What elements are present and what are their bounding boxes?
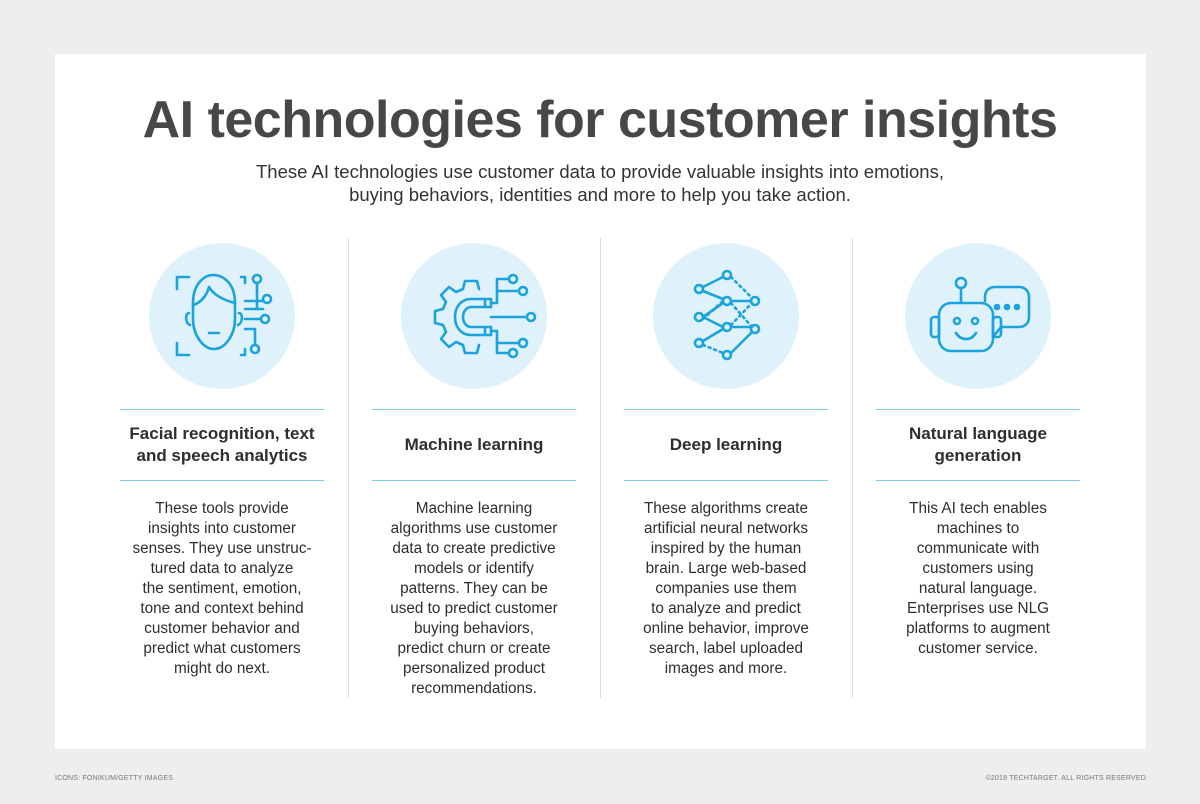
description-line: models or identify: [414, 560, 534, 577]
description-line: artificial neural networks: [643, 520, 809, 537]
description-line: inspired by the human: [650, 540, 802, 557]
heading-line: Facial recognition, text: [129, 424, 315, 443]
description-line: Enterprises use NLG: [907, 600, 1049, 617]
description-line: communicate with: [916, 540, 1040, 557]
description-line: Machine learning: [415, 500, 533, 517]
heading-rule-top: [624, 409, 828, 410]
heading-line: generation: [934, 446, 1022, 465]
heading-rule-bottom: [372, 480, 576, 481]
chatbot-icon: [929, 276, 1031, 353]
description-line: recommendations.: [411, 680, 537, 697]
description-line: predict churn or create: [397, 640, 551, 657]
subtitle-line: buying behaviors, identities and more to…: [349, 184, 851, 205]
magnet-gear-icon: [433, 273, 537, 359]
description-line: online behavior, improve: [643, 620, 809, 637]
heading-rule-top: [372, 409, 576, 410]
heading-rule-bottom: [876, 480, 1080, 481]
column-heading: Natural language generation: [866, 410, 1090, 480]
heading-rule-bottom: [624, 480, 828, 481]
description-line: customer behavior and: [144, 620, 300, 637]
page-title: AI technologies for customer insights: [142, 91, 1058, 149]
description-line: natural language.: [918, 580, 1038, 597]
description-line: senses. They use unstruc-: [132, 540, 312, 557]
footer-copyright: ©2018 TECHTARGET. ALL RIGHTS RESERVED: [985, 775, 1146, 782]
column-description: Machine learning algorithms use customer…: [364, 499, 584, 699]
icon-circle: [905, 243, 1051, 389]
description-line: the sentiment, emotion,: [142, 580, 302, 597]
heading-line: Deep learning: [669, 435, 783, 454]
column-heading: Machine learning: [362, 410, 586, 480]
footer-credit: ICONS: FONIKUM/GETTY IMAGES: [55, 775, 174, 782]
description-line: personalized product: [402, 660, 545, 677]
column-divider: [852, 238, 853, 698]
heading-rule-top: [876, 409, 1080, 410]
column-description: These algorithms create artificial neura…: [616, 499, 836, 679]
description-line: customers using: [922, 560, 1034, 577]
column-description: This AI tech enables machines to communi…: [868, 499, 1088, 659]
subtitle-line: These AI technologies use customer data …: [256, 161, 944, 182]
description-line: These tools provide: [155, 500, 289, 517]
description-line: This AI tech enables: [909, 500, 1047, 517]
description-line: images and more.: [664, 660, 788, 677]
column-divider: [348, 238, 349, 698]
icon-circle: [653, 243, 799, 389]
column-divider: [600, 238, 601, 698]
description-line: predict what customers: [143, 640, 301, 657]
description-line: customer service.: [918, 640, 1038, 657]
column-description: These tools provide insights into custom…: [112, 499, 332, 679]
description-line: data to create predictive: [392, 540, 556, 557]
description-line: These algorithms create: [643, 500, 809, 517]
heading-rule-top: [120, 409, 324, 410]
heading-line: Natural language: [909, 424, 1047, 443]
column-heading: Deep learning: [614, 410, 838, 480]
heading-line: and speech analytics: [136, 446, 308, 465]
description-line: used to predict customer: [390, 600, 558, 617]
description-line: patterns. They can be: [400, 580, 548, 597]
subtitle: These AI technologies use customer data …: [200, 160, 1000, 206]
icon-circle: [401, 243, 547, 389]
description-line: brain. Large web-based: [645, 560, 807, 577]
description-line: tured data to analyze: [150, 560, 294, 577]
description-line: algorithms use customer: [390, 520, 558, 537]
icon-circle: [149, 243, 295, 389]
description-line: insights into customer: [148, 520, 296, 537]
heading-rule-bottom: [120, 480, 324, 481]
heading-line: Machine learning: [404, 435, 544, 454]
description-line: to analyze and predict: [651, 600, 801, 617]
description-line: search, label uploaded: [649, 640, 803, 657]
description-line: companies use them: [655, 580, 797, 597]
column-heading: Facial recognition, text and speech anal…: [110, 410, 334, 480]
face-recognition-icon: [175, 273, 273, 357]
description-line: platforms to augment: [906, 620, 1050, 637]
description-line: machines to: [936, 520, 1020, 537]
description-line: tone and context behind: [140, 600, 304, 617]
neural-network-icon: [693, 269, 761, 361]
description-line: buying behaviors,: [414, 620, 534, 637]
description-line: might do next.: [173, 660, 271, 677]
